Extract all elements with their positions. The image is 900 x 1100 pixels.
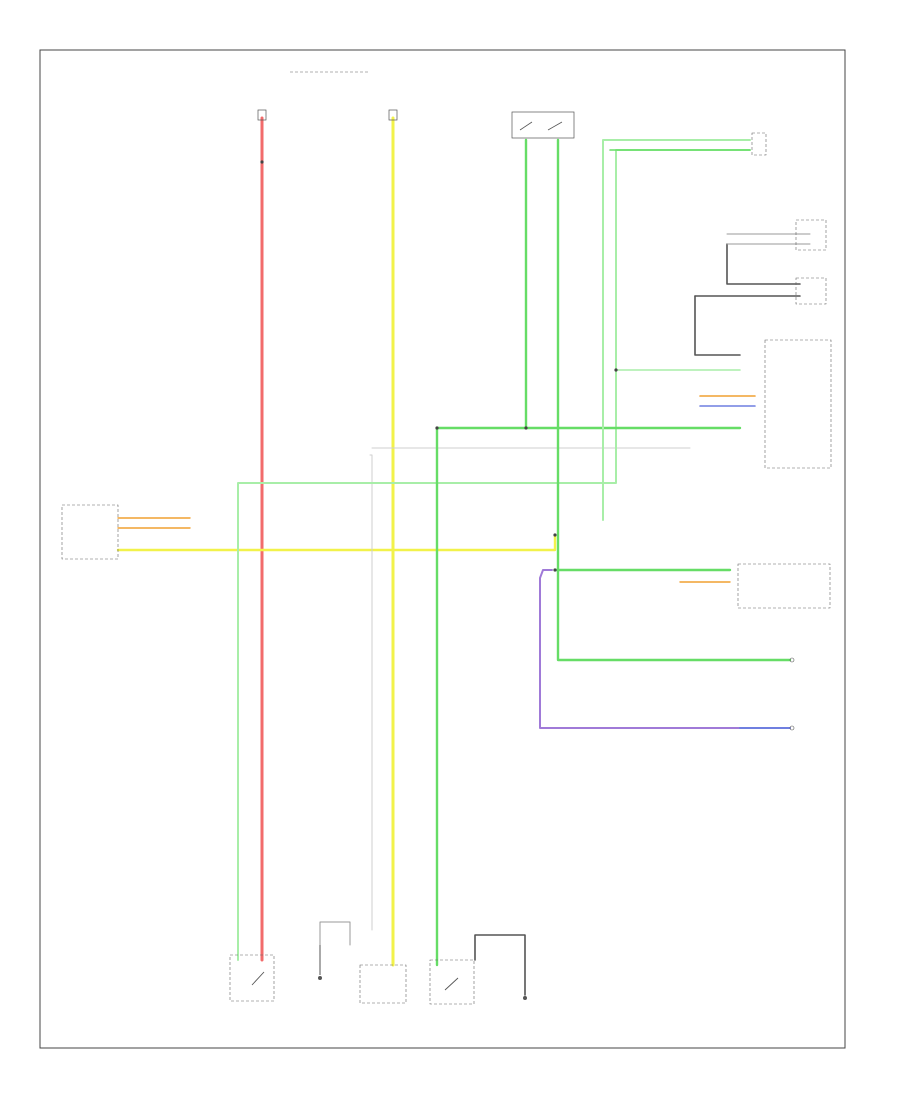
wire-black-joint-3 [694,295,741,356]
splice-node [614,368,618,372]
wires [116,116,811,996]
switch-box [429,959,475,1005]
connector-pin [789,725,795,731]
splice-nodes [260,160,618,572]
bcm-module [764,339,832,469]
wire-gray-bottom-switch [319,921,351,946]
relay-box [511,111,575,139]
switch-contact [251,971,265,986]
clutch-switch [429,959,475,1005]
joint-connector-2 [795,277,827,305]
switch-contact [444,977,459,991]
ipdm-endpoint [789,657,795,663]
connector-box [795,277,827,305]
switch-box [229,954,275,1002]
diagram-frame [39,49,846,1049]
ground-point [318,976,322,980]
connector-pin [789,657,795,663]
stop-lamp-relay [511,111,575,139]
ground-point [523,996,527,1000]
fuse-symbol [257,109,267,121]
wire-gray-feed [369,454,373,931]
relay-contact [547,121,563,131]
fuse-symbol [388,109,398,121]
splice-node [553,568,557,572]
top-fuse-2 [388,109,398,121]
wire-black-bottom-clutch [474,934,526,996]
splice-node [524,426,528,430]
connector-box [751,132,767,156]
wire-green-upper-right [602,139,751,521]
wire-lightgreen-left [237,149,751,961]
splice-node [553,533,557,537]
wire-yellow-left-branch [116,533,557,552]
data-link-connector [751,132,767,156]
left-module [61,504,119,560]
switch-box [359,964,407,1004]
wire-green-bcm-horizontal [435,426,742,967]
stop-lamp-switch [229,954,275,1002]
connector-box [795,219,827,251]
relay-contact [519,121,533,131]
wire-black-joint-1 [726,243,801,285]
abs-endpoint [789,725,795,731]
ecm-box [737,563,831,609]
ecm-module [737,563,831,609]
ground-2 [523,996,527,1000]
wire-violet-abs [539,569,791,729]
left-module-box [61,504,119,560]
splice-node [435,426,439,430]
brake-pedal-switch [359,964,407,1004]
wire-green-right-vertical [556,138,792,662]
ground-1 [318,945,322,980]
top-fuse-1 [257,109,267,121]
joint-connector-1 [795,219,827,251]
bcm-box [764,339,832,469]
splice-node [260,160,264,164]
